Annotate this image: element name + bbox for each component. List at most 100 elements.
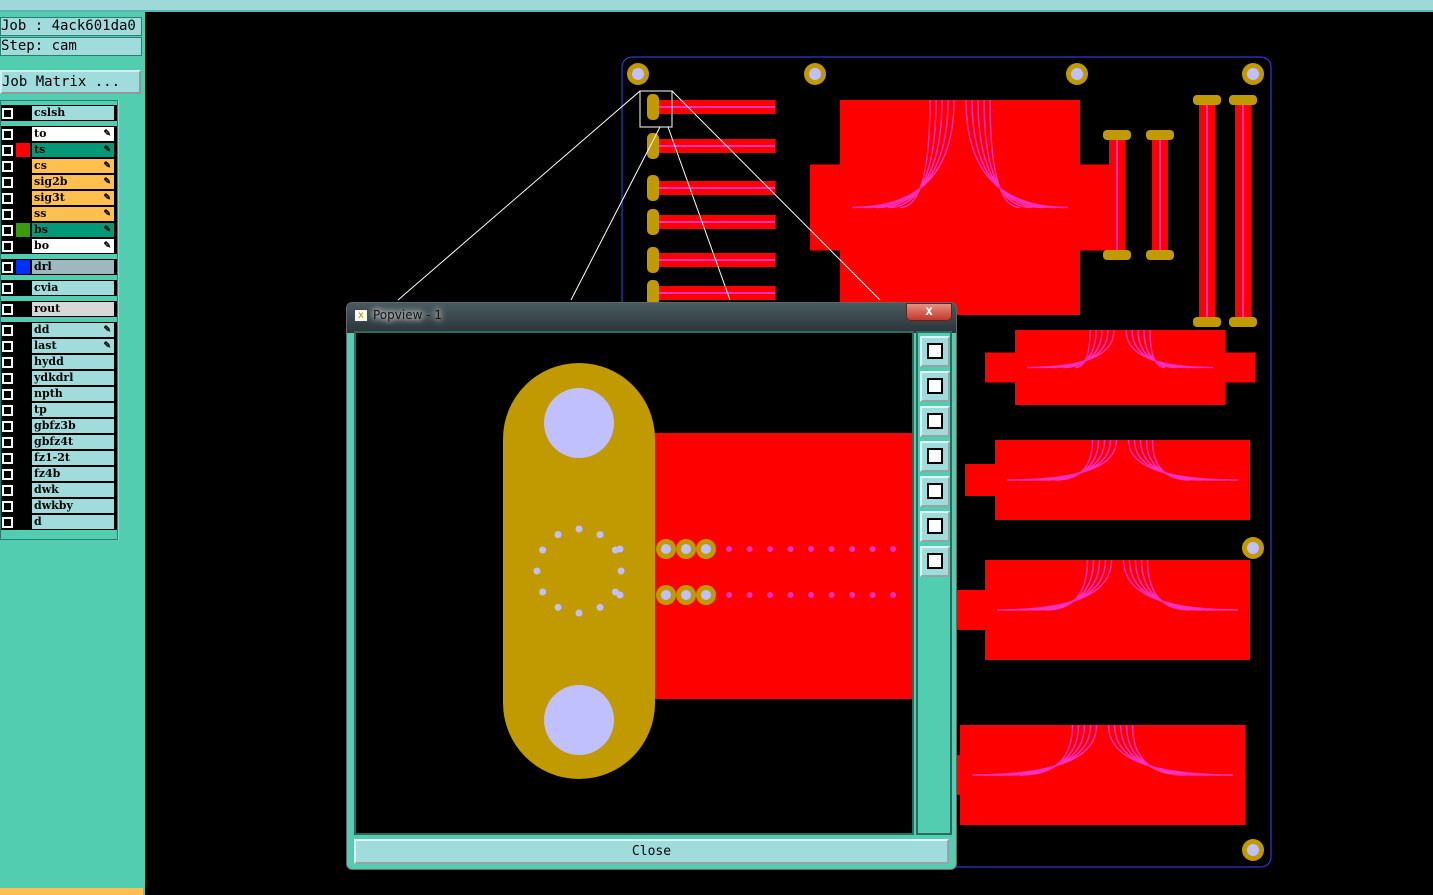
- window-close-button[interactable]: x: [906, 303, 952, 321]
- layer-row-ss[interactable]: ss✎: [1, 206, 117, 222]
- layer-row-cs[interactable]: cs✎: [1, 158, 117, 174]
- zoom-fit-icon: [927, 518, 943, 534]
- zoom-right-icon: [927, 483, 943, 499]
- layer-list: cslsh to✎ts✎cs✎sig2b✎sig3t✎ss✎bs✎bo✎ drl cv…: [0, 100, 118, 540]
- layer-name: bs✎: [32, 223, 114, 237]
- layer-row-sig3t[interactable]: sig3t✎: [1, 190, 117, 206]
- zoom-fit-button[interactable]: [920, 511, 950, 542]
- layer-row-gbfz4t[interactable]: gbfz4t: [1, 434, 117, 450]
- pen-icon: ✎: [103, 241, 111, 251]
- layer-checkbox[interactable]: [2, 373, 13, 384]
- popview-canvas[interactable]: [354, 331, 914, 835]
- layer-row-bs[interactable]: bs✎: [1, 222, 117, 238]
- trace-dot: [849, 546, 855, 552]
- layer-row-dwkby[interactable]: dwkby: [1, 498, 117, 514]
- zoom-up-button[interactable]: [920, 371, 950, 402]
- layer-row-hydd[interactable]: hydd: [1, 354, 117, 370]
- layer-row-last[interactable]: last✎: [1, 338, 117, 354]
- layer-checkbox[interactable]: [2, 437, 13, 448]
- pan-button[interactable]: [920, 546, 950, 577]
- zoom-left-button[interactable]: [920, 441, 950, 472]
- pen-icon: ✎: [103, 193, 111, 203]
- layer-checkbox[interactable]: [2, 469, 13, 480]
- layer-row-ts[interactable]: ts✎: [1, 142, 117, 158]
- top-bar: [0, 0, 1433, 12]
- via-dot: [596, 603, 604, 611]
- pad: [1103, 250, 1131, 260]
- layer-checkbox[interactable]: [2, 161, 13, 172]
- layer-checkbox[interactable]: [2, 225, 13, 236]
- layer-row-dwk[interactable]: dwk: [1, 482, 117, 498]
- pen-icon: ✎: [103, 341, 111, 351]
- trace: [977, 99, 1045, 209]
- pad: [647, 94, 659, 120]
- status-bar: [0, 888, 143, 895]
- trace-dot: [808, 592, 814, 598]
- layer-color-swatch: [16, 143, 30, 157]
- layer-checkbox[interactable]: [2, 145, 13, 156]
- pan-icon: [927, 553, 943, 569]
- layer-checkbox[interactable]: [2, 517, 13, 528]
- zoom-right-button[interactable]: [920, 476, 950, 507]
- trace: [875, 99, 943, 209]
- zoom-line: [397, 90, 641, 301]
- layer-color-swatch: [16, 260, 30, 274]
- layer-checkbox[interactable]: [2, 325, 13, 336]
- layer-row-d[interactable]: d: [1, 514, 117, 530]
- close-button[interactable]: Close: [354, 839, 949, 864]
- via-hole: [661, 544, 671, 554]
- zoom-down-button[interactable]: [920, 406, 950, 437]
- layer-row-bo[interactable]: bo✎: [1, 238, 117, 254]
- layer-checkbox[interactable]: [2, 341, 13, 352]
- layer-row-sig2b[interactable]: sig2b✎: [1, 174, 117, 190]
- layer-checkbox[interactable]: [2, 209, 13, 220]
- layer-checkbox[interactable]: [2, 389, 13, 400]
- pad: [647, 247, 659, 273]
- layer-row-npth[interactable]: npth: [1, 386, 117, 402]
- layer-checkbox[interactable]: [2, 129, 13, 140]
- layer-checkbox[interactable]: [2, 357, 13, 368]
- layer-row-gbfz3b[interactable]: gbfz3b: [1, 418, 117, 434]
- pen-icon: ✎: [103, 177, 111, 187]
- trace-dot: [726, 592, 732, 598]
- layer-checkbox[interactable]: [2, 241, 13, 252]
- zoom-back-button[interactable]: [920, 336, 950, 367]
- layer-checkbox[interactable]: [2, 485, 13, 496]
- layer-row-tp[interactable]: tp: [1, 402, 117, 418]
- layer-checkbox[interactable]: [2, 453, 13, 464]
- popview-toolbar: [916, 331, 952, 835]
- layer-row-cvia[interactable]: cvia: [1, 280, 117, 296]
- layer-row-drl[interactable]: drl: [1, 259, 117, 275]
- pad: [1193, 317, 1221, 327]
- layer-checkbox[interactable]: [2, 501, 13, 512]
- layer-checkbox[interactable]: [2, 193, 13, 204]
- layer-checkbox[interactable]: [2, 304, 13, 315]
- layer-checkbox[interactable]: [2, 283, 13, 294]
- layer-row-cslsh[interactable]: cslsh: [1, 105, 117, 121]
- layer-list-scrollbar[interactable]: [118, 100, 144, 540]
- app-icon: x: [354, 309, 368, 322]
- layer-row-fz4b[interactable]: fz4b: [1, 466, 117, 482]
- layer-row-fz1-2t[interactable]: fz1-2t: [1, 450, 117, 466]
- mounting-hole-drill: [1247, 542, 1259, 554]
- trace-dot: [726, 546, 732, 552]
- layer-checkbox[interactable]: [2, 177, 13, 188]
- layer-checkbox[interactable]: [2, 405, 13, 416]
- layer-row-to[interactable]: to✎: [1, 126, 117, 142]
- layer-row-dd[interactable]: dd✎: [1, 322, 117, 338]
- copper-fill: [652, 433, 912, 699]
- trace: [1019, 724, 1074, 776]
- via-dot: [616, 591, 624, 599]
- pad: [647, 133, 659, 159]
- layer-name: cslsh: [32, 106, 114, 120]
- layer-row-rout[interactable]: rout: [1, 301, 117, 317]
- layer-row-ydkdrl[interactable]: ydkdrl: [1, 370, 117, 386]
- drill-hole: [544, 685, 614, 755]
- drill-hole: [544, 388, 614, 458]
- layer-name: dwk: [32, 483, 114, 497]
- layer-checkbox[interactable]: [2, 262, 13, 273]
- layer-checkbox[interactable]: [2, 421, 13, 432]
- layer-checkbox[interactable]: [2, 108, 13, 119]
- job-matrix-button[interactable]: Job Matrix ...: [0, 70, 141, 94]
